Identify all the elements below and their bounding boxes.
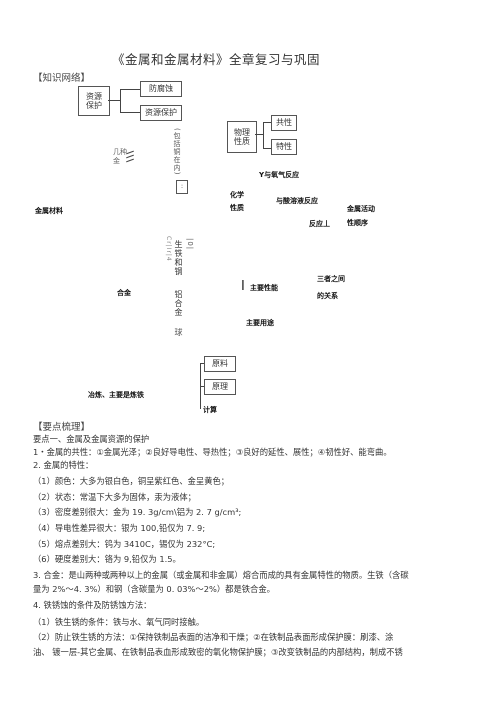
anti-rust-box: 防腐蚀 xyxy=(140,81,182,97)
text-line: 量为 2%～4. 3%）和钢（含碳量为 0. 03%～2%）都是铁合金。 xyxy=(33,584,275,595)
vertical-label-group1: (包括铜在内) xyxy=(173,128,181,176)
text-line: 1・金属的共性：①金属光泽；②良好导电性、导热性；③良好的延性、展性；④韧性好、… xyxy=(33,447,392,457)
bracket-mark xyxy=(126,158,134,163)
bracket-glyph: I xyxy=(241,279,245,294)
reaction-label: 反应丄 xyxy=(309,220,330,228)
text-line: 3. 合金：是山两种或两种以上的金属（或金属和非金属）熔合而成的具有金属特性的物… xyxy=(33,569,409,580)
text-line: （4）导电性差异很大：银为 100,铅仅为 7. 9; xyxy=(33,522,206,533)
key-points-header: 【要点梳理】 xyxy=(33,422,91,433)
metal-types-label: 几种 金 xyxy=(113,148,127,165)
principle-box: 原理 xyxy=(204,379,236,395)
text-line: （1）铁生锈的条件：铁与水、氧气同时接触。 xyxy=(33,616,205,627)
common-box: 共性 xyxy=(271,115,297,131)
text-line: （2）状态：常温下大多为固体，汞为液体； xyxy=(33,491,196,502)
smelting-label: 冶炼、主要是炼铁 xyxy=(88,391,144,399)
alloy-label: 合金 xyxy=(117,289,131,297)
connector xyxy=(255,134,263,135)
connector xyxy=(120,89,121,112)
connector xyxy=(263,148,271,149)
connector xyxy=(120,89,140,90)
raw-material-box: 原料 xyxy=(204,356,236,372)
connector xyxy=(263,122,271,123)
chemical-property-label: 化学 性质 xyxy=(230,191,244,212)
vertical-label-group3: 铝合金 xyxy=(174,290,183,317)
vertical-annotation-2: |0| xyxy=(186,238,194,251)
calculation-label: 计算 xyxy=(203,406,217,414)
text-line: （5）熔点差别大：钨为 3410C，锡仅为 232°C; xyxy=(33,538,216,549)
small-box: : xyxy=(176,180,188,194)
resource-box: 资源 保护 xyxy=(78,86,110,116)
physical-property-box: 物理 性质 xyxy=(227,121,257,153)
main-use-label: 主要用途 xyxy=(246,319,274,327)
oxygen-reaction-label: Y与氧气反应 xyxy=(259,171,300,179)
main-property-label: 主要性能 xyxy=(250,284,278,292)
three-relation-label: 三者之间 的关系 xyxy=(317,275,345,300)
connector xyxy=(263,122,264,148)
text-line: 油、 镀一层-其它金属、在铁制品表血形成致密的氧化物保护膜；③改变铁制品的内部结… xyxy=(33,646,403,657)
acid-reaction-label: 与酸溶液反应 xyxy=(276,197,318,205)
connector xyxy=(200,363,204,364)
page-title: 《金属和金属材料》全章复习与巩固 xyxy=(112,52,321,67)
point1-title: 要点一、金属及金属资源的保护 xyxy=(33,434,150,444)
knowledge-net-header: 【知识网络】 xyxy=(33,73,91,84)
vertical-annotation: Cr|Ir|4 xyxy=(165,236,172,262)
text-line: 2. 金属的特性： xyxy=(33,459,94,470)
text-line: （2）防止铁生锈的方法：①保持铁制品表面的洁净和干燥；②在铁制品表面形成保护膜：… xyxy=(33,632,394,643)
key-points-body: 1・金属的共性：①金属光泽；②良好导电性、导热性；③良好的延性、展性；④韧性好、… xyxy=(33,446,409,658)
connector xyxy=(120,112,140,113)
special-box: 特性 xyxy=(271,139,297,155)
resource-protect-box: 资源保护 xyxy=(140,105,182,121)
metal-material-label: 金属材料 xyxy=(35,207,63,215)
vertical-label-group4: 球 xyxy=(174,328,183,337)
connector xyxy=(108,100,120,101)
text-line: 4. 铁锈蚀的条件及防锈蚀方法： xyxy=(33,599,152,610)
text-line: （1）颜色：大多为银白色，铜呈紫红色、金呈黄色； xyxy=(33,476,230,487)
vertical-label-group2: 生铁和钢 xyxy=(174,240,183,276)
text-line: （6）硬度差别大：铬为 9,铅仅为 1.5。 xyxy=(33,554,181,565)
connector xyxy=(200,386,204,387)
text-line: （3）密度差别很大：金为 19. 3g/cm\铝为 2. 7 g/cm³; xyxy=(33,507,242,518)
activity-order-label: 金属活动 性顺序 xyxy=(347,205,375,227)
